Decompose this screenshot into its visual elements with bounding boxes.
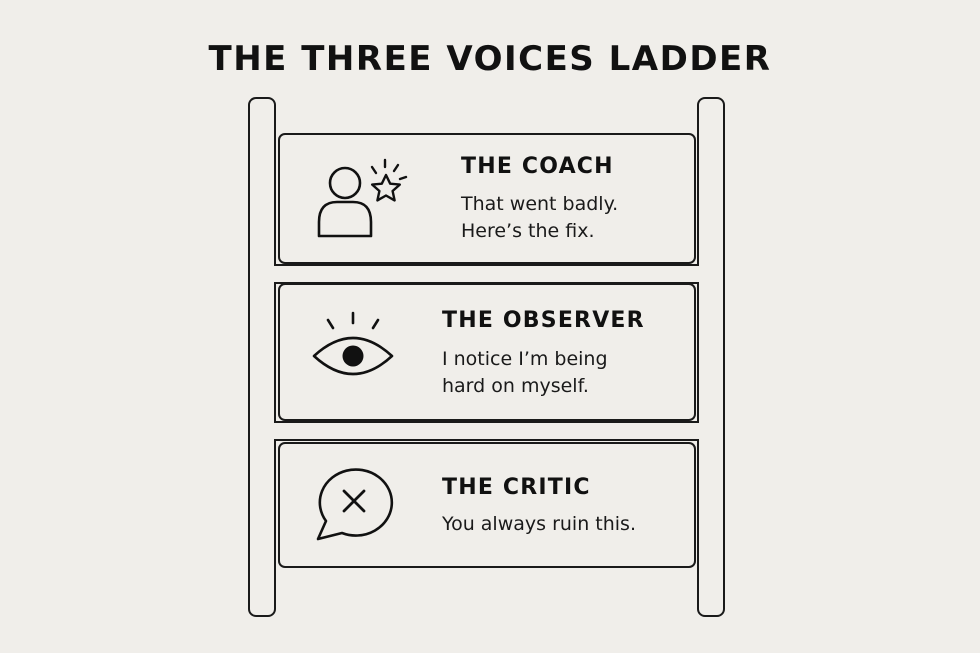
rung-text-coach-line-1: That went badly. (461, 193, 619, 215)
rung-text-observer-line-1: I notice I’m being (442, 348, 608, 370)
ladder-right-rail (697, 97, 725, 617)
diagram-title: THE THREE VOICES LADDER (208, 39, 772, 79)
rung-heading-coach: THE COACH (461, 154, 614, 179)
rung-text-critic-line-1: You always ruin this. (442, 513, 636, 535)
rung-text-observer-line-2: hard on myself. (442, 375, 589, 397)
rung-heading-critic: THE CRITIC (442, 475, 591, 500)
rung-heading-observer: THE OBSERVER (442, 308, 645, 333)
ladder-connector (274, 264, 699, 284)
rung-text-coach-line-2: Here’s the fix. (461, 220, 595, 242)
eye-icon (305, 308, 401, 386)
ladder-left-rail (248, 97, 276, 617)
rung-critic (278, 442, 696, 568)
person-with-star-icon (310, 152, 410, 244)
speech-bubble-x-icon (308, 463, 400, 543)
ladder-connector (274, 421, 699, 441)
